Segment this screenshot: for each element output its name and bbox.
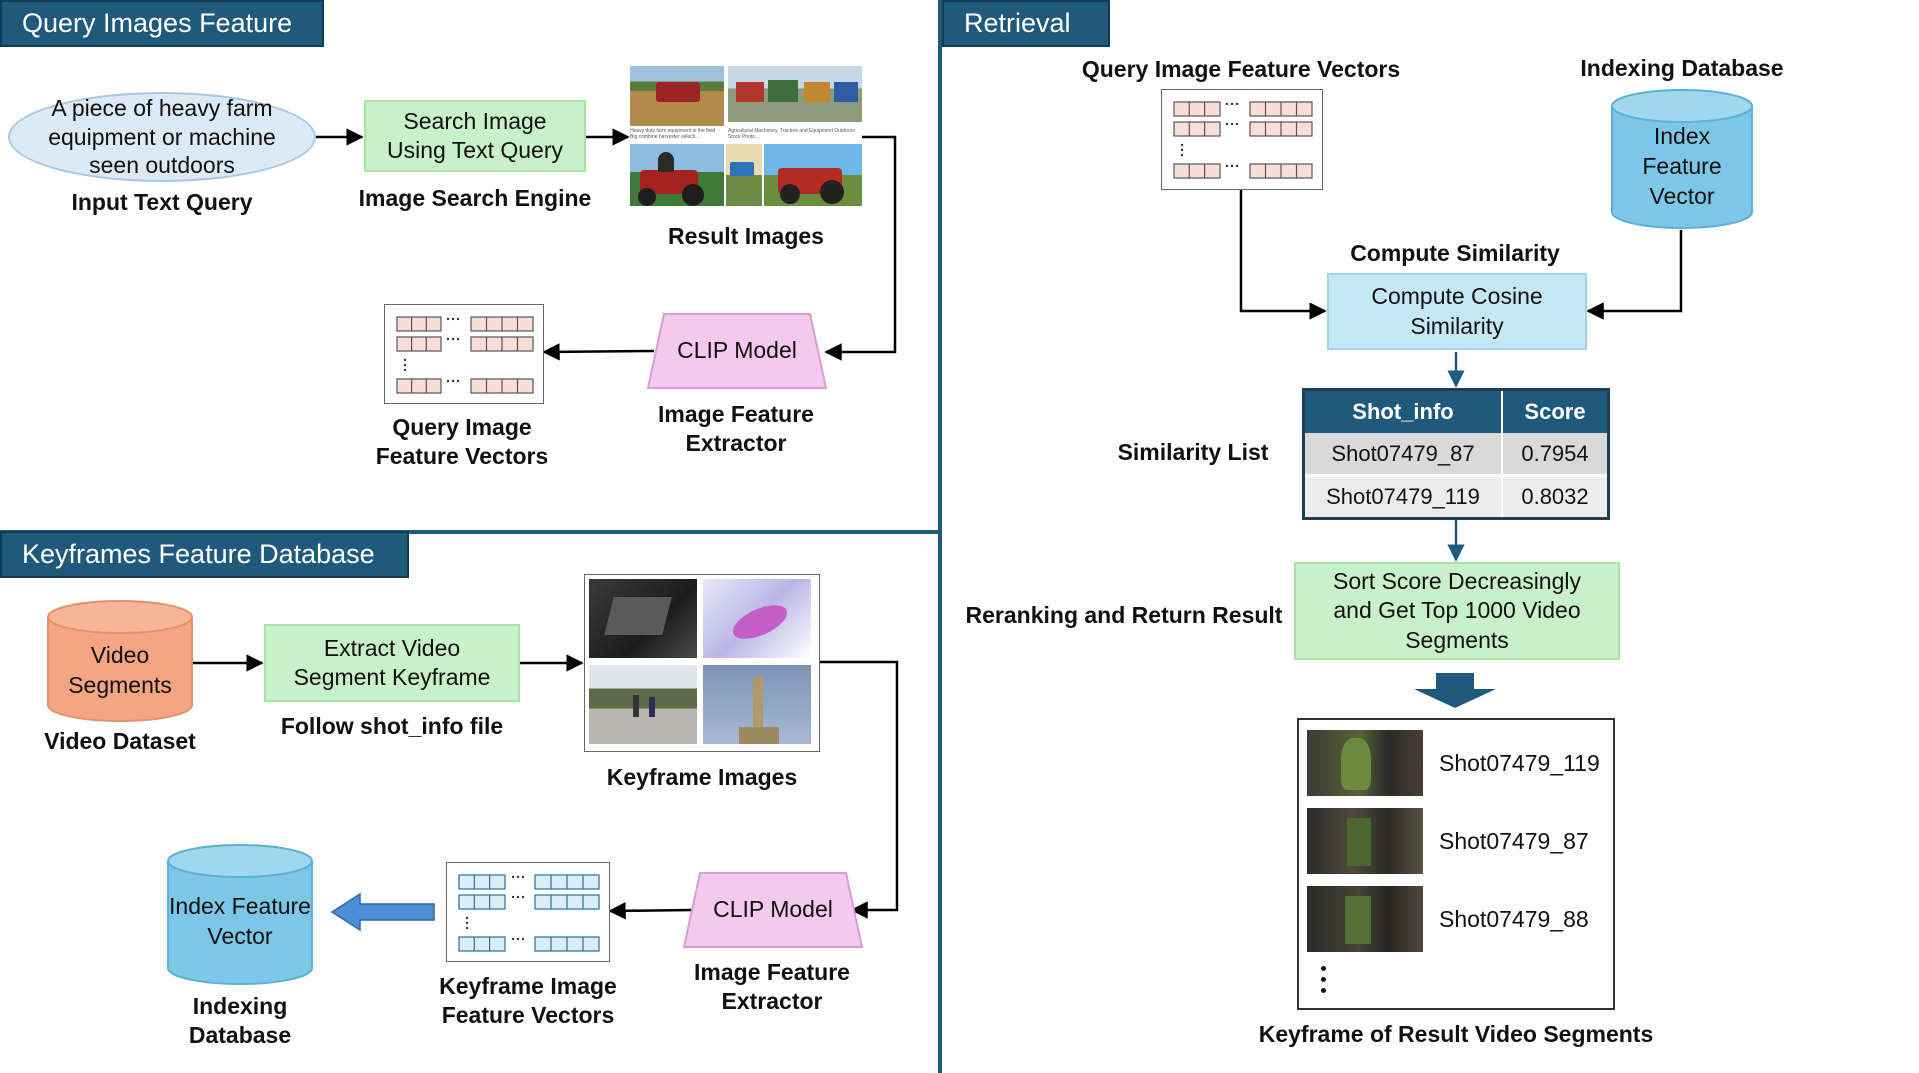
table-header-shot-info: Shot_info: [1352, 399, 1454, 424]
retrieval-query-vectors-box: [1161, 89, 1323, 190]
result-label-2: Shot07479_87: [1439, 828, 1589, 854]
arrow-sort-to-results: [1414, 673, 1496, 708]
result-segments-panel: Shot07479_119 Shot07479_87 Shot07479_88: [1297, 718, 1615, 1010]
search-engine-box: Search Image Using Text Query: [364, 100, 586, 172]
arrow-clip-to-query-vectors: [542, 343, 655, 361]
result-thumb-3: [1307, 886, 1423, 952]
query-vectors-caption: Query Image Feature Vectors: [375, 414, 549, 469]
clip-model-keyframe-shape: [682, 872, 864, 948]
extract-caption: Follow shot_info file: [280, 713, 504, 739]
clip-model-keyframe-label: CLIP Model: [713, 896, 833, 923]
indexing-db-bottom-label: Index Feature Vector: [169, 893, 311, 949]
result-image-1: [630, 66, 724, 126]
compute-cosine-box: Compute Cosine Similarity: [1327, 273, 1587, 350]
table-row: Shot07479_119 0.8032: [1305, 477, 1607, 517]
extract-keyframe-box: Extract Video Segment Keyframe: [264, 624, 520, 702]
result-thumb-1: [1307, 730, 1423, 796]
similarity-list-label: Similarity List: [1117, 439, 1269, 465]
similarity-table: Shot_info Score Shot07479_87 0.7954 Shot…: [1302, 388, 1610, 520]
compute-similarity-caption: Compute Similarity: [1350, 240, 1560, 266]
arrow-vectors-to-indexing-db: [330, 892, 435, 932]
keyframe-image-1: [589, 579, 697, 658]
text-query-caption: Input Text Query: [71, 189, 253, 215]
indexing-db-cylinder-bottom: [167, 844, 313, 985]
table-cell-shot: Shot07479_87: [1331, 440, 1475, 466]
arrow-results-to-clip: [824, 135, 897, 361]
arrow-keyframes-to-clip: [820, 660, 899, 919]
search-engine-caption: Image Search Engine: [358, 185, 592, 211]
arrow-clip-to-keyframe-vectors: [608, 902, 693, 920]
retrieval-query-vectors-graphic: [1173, 101, 1313, 179]
query-feature-vectors-box: [384, 304, 544, 404]
indexing-db-cylinder-top: [1611, 89, 1753, 229]
reranking-label: Reranking and Return Result: [965, 602, 1283, 628]
clip-keyframe-caption: Image Feature Extractor: [694, 959, 850, 1014]
result-segments-caption: Keyframe of Result Video Segments: [1258, 1021, 1654, 1047]
keyframe-images-caption: Keyframe Images: [606, 764, 798, 790]
query-vectors-graphic: [396, 316, 534, 394]
keyframe-feature-vectors-box: [446, 862, 610, 962]
result-label-1: Shot07479_119: [1439, 750, 1600, 776]
indexing-db-top-label: Index Feature Vector: [1642, 123, 1722, 209]
result-image-4: [726, 144, 762, 206]
retrieval-query-vectors-caption: Query Image Feature Vectors: [1081, 56, 1401, 82]
result-image-2: [728, 66, 862, 122]
video-dataset-caption: Video Dataset: [44, 728, 196, 754]
result-label-3: Shot07479_88: [1439, 906, 1589, 932]
result-thumb-2: [1307, 808, 1423, 874]
keyframe-image-3: [589, 665, 697, 744]
video-segments-label: Video Segments: [68, 642, 172, 698]
table-header-row: Shot_info Score: [1305, 391, 1607, 433]
result-images-grid: Heavy duty farm equipment in the field ·…: [630, 66, 862, 210]
clip-model-query-label: CLIP Model: [677, 337, 797, 364]
table-cell-score: 0.7954: [1501, 433, 1607, 474]
result-image-5: [764, 144, 862, 206]
result-image-3: [630, 144, 724, 206]
keyframe-image-4: [703, 665, 811, 744]
table-row: Shot07479_87 0.7954: [1305, 433, 1607, 476]
retrieval-db-caption: Indexing Database: [1580, 55, 1784, 81]
clip-model-query-shape: [646, 313, 828, 389]
video-segments-cylinder: [47, 600, 193, 722]
arrow-db-to-compute: [1586, 230, 1683, 320]
arrow-query-vectors-to-compute: [1239, 190, 1327, 320]
sort-score-box: Sort Score Decreasingly and Get Top 1000…: [1294, 562, 1620, 660]
table-cell-shot: Shot07479_119: [1326, 484, 1480, 509]
more-results-ellipsis: [1321, 966, 1326, 993]
keyframe-vectors-caption: Keyframe Image Feature Vectors: [439, 973, 617, 1028]
section-title-query-images: Query Images Feature: [0, 0, 324, 47]
table-cell-score: 0.8032: [1501, 477, 1607, 517]
result-images-caption: Result Images: [668, 223, 824, 249]
keyframe-vectors-graphic: [458, 874, 600, 952]
section-title-keyframes-db: Keyframes Feature Database: [0, 531, 409, 578]
result-image-2-caption: Agricultural Machinery, Tractors and Equ…: [728, 128, 855, 140]
section-title-retrieval: Retrieval: [942, 0, 1110, 47]
indexing-db-bottom-caption: Indexing Database: [188, 993, 292, 1048]
keyframe-images-grid: [584, 574, 820, 752]
result-image-1-caption: Heavy duty farm equipment in the field ·…: [630, 128, 719, 140]
text-query-ellipse: A piece of heavy farm equipment or machi…: [8, 92, 316, 182]
clip-query-caption: Image Feature Extractor: [658, 401, 814, 456]
table-header-score: Score: [1501, 391, 1607, 433]
keyframe-image-2: [703, 579, 811, 658]
